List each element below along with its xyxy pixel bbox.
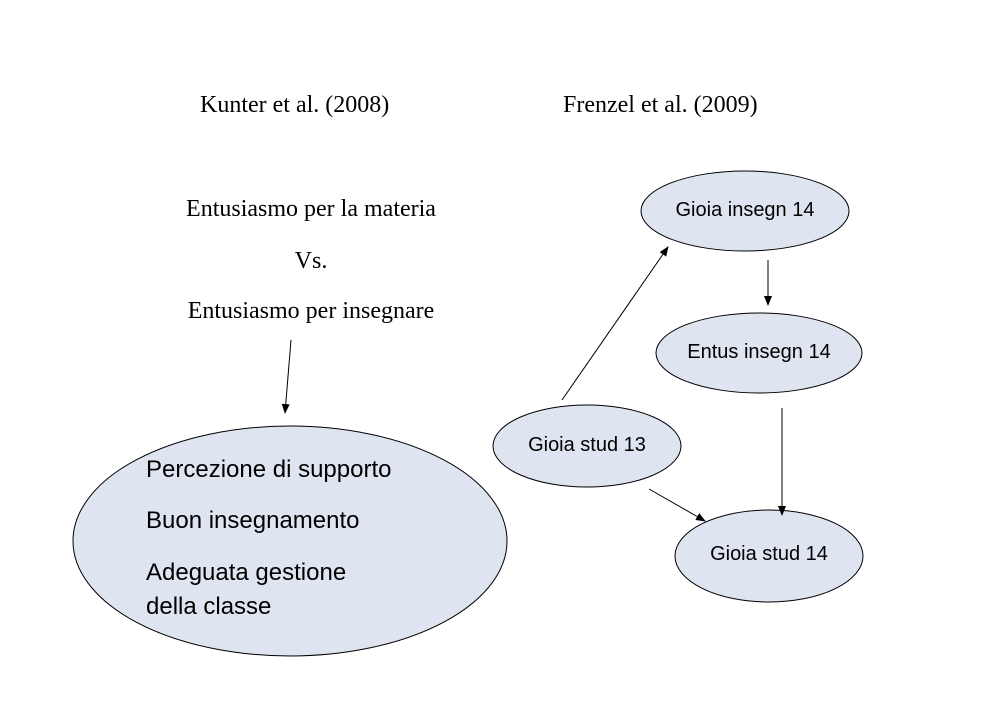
label-gioia-stud-13: Gioia stud 13	[528, 434, 646, 456]
outcome-buon-insegnamento: Buon insegnamento	[146, 507, 360, 534]
heading-frenzel: Frenzel et al. (2009)	[563, 92, 758, 118]
outcome-della-classe: della classe	[146, 593, 272, 620]
outcome-adeguata-gestione: Adeguata gestione	[146, 559, 347, 586]
label-gioia-insegn-14: Gioia insegn 14	[675, 199, 815, 221]
outcomes-ellipse	[72, 425, 508, 657]
label-entus-insegn-14: Entus insegn 14	[687, 341, 831, 363]
arrow-gioia-stud-13-to-gioia-stud-14	[648, 488, 706, 522]
node-gioia-stud-14	[674, 509, 864, 603]
arrow-enthusiasm-to-outcomes	[281, 339, 292, 414]
node-gioia-insegn-14	[640, 170, 850, 252]
heading-kunter: Kunter et al. (2008)	[200, 92, 390, 118]
label-gioia-stud-14: Gioia stud 14	[710, 543, 828, 565]
subject-line-materia: Entusiasmo per la materia	[186, 196, 436, 222]
arrow-gioia-stud-13-to-gioia-insegn-14	[561, 246, 669, 401]
node-entus-insegn-14	[655, 312, 863, 394]
subject-line-vs: Vs.	[294, 248, 328, 274]
node-gioia-stud-13	[492, 404, 682, 488]
outcome-percezione: Percezione di supporto	[146, 456, 392, 483]
subject-line-insegnare: Entusiasmo per insegnare	[187, 298, 435, 324]
